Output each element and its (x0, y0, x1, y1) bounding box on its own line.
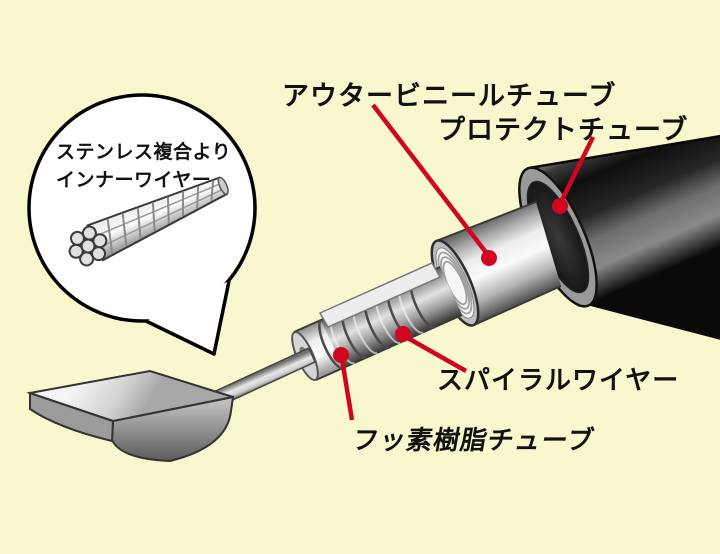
label-protect-tube: プロテクトチューブ (438, 115, 689, 146)
inset-bubble (27, 93, 257, 356)
cable-protect-tube (518, 134, 720, 340)
cable-assembly (26, 134, 720, 463)
inset-label: ステンレス複合より インナーワイヤー (56, 138, 231, 194)
cable-fluoro-resin-tube (294, 320, 343, 380)
end-fitting-blade (26, 369, 234, 423)
cable-outer-vinyl-tube (430, 201, 562, 327)
callout-line-spiral (404, 335, 468, 373)
label-fluoro-resin-tube: フッ素樹脂チューブ (349, 426, 597, 456)
label-outer-vinyl-tube: アウタービニールチューブ (282, 81, 617, 112)
inset-bubble-tail (145, 280, 231, 356)
inset-wire-strands (68, 176, 229, 267)
cutaway-tube-strip (318, 262, 442, 328)
label-spiral-wire: スパイラルワイヤー (437, 366, 680, 396)
callout-dot-protect (552, 198, 568, 214)
callout-line-protect (558, 136, 596, 203)
cable-end-fitting (26, 369, 235, 463)
inset-label-line1: ステンレス複合より (56, 141, 232, 163)
callouts (333, 103, 596, 421)
callout-dot-outer-vinyl (481, 250, 497, 266)
strand-cross-section (68, 225, 108, 267)
callout-dot-fluoro (333, 347, 349, 363)
callout-line-fluoro (339, 358, 355, 421)
cable-spiral-wire (291, 266, 463, 381)
callout-dot-spiral (395, 326, 411, 342)
callout-line-outer-vinyl (371, 103, 490, 257)
inset-label-line2: インナーワイヤー (56, 169, 212, 191)
